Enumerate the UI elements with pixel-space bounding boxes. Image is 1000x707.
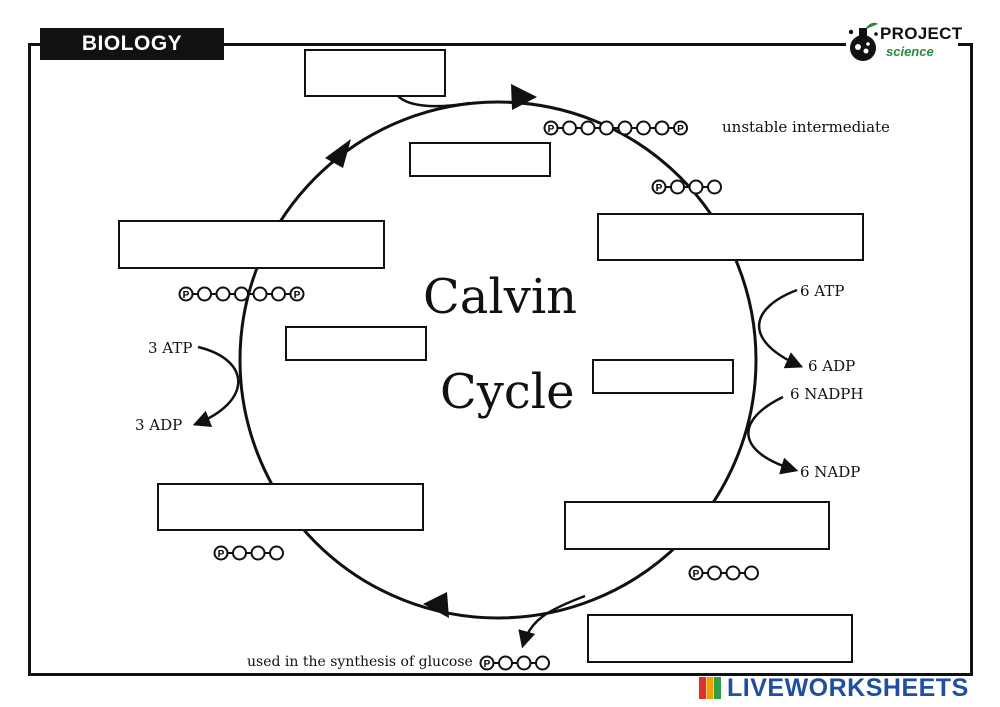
carbon-atom [744, 565, 759, 581]
carbon-atom [617, 120, 633, 136]
phosphate-atom [651, 179, 667, 195]
carbon-atom [234, 286, 249, 302]
phosphate-label: P [183, 290, 190, 301]
glucose-branch-arrow [518, 594, 586, 649]
phosphate-label: P [218, 549, 225, 560]
chain-lower-left: P [213, 545, 284, 561]
answer-box-upper-right[interactable] [597, 213, 864, 261]
carbon-atom [636, 120, 651, 136]
phosphate-atom [673, 120, 688, 136]
phosphate-label: P [693, 569, 700, 580]
carbon-atom [725, 565, 741, 581]
label-6-nadp: 6 NADP [800, 463, 861, 481]
nadph6-arrow [747, 395, 799, 475]
carbon-atom [197, 286, 212, 302]
carbon-atom [707, 565, 722, 581]
answer-box-inner-right[interactable] [592, 359, 734, 394]
carbon-atom [232, 545, 247, 561]
answer-box-lower-left[interactable] [157, 483, 424, 531]
answer-box-upper-left[interactable] [118, 220, 385, 269]
chain-bottom: P [479, 655, 550, 671]
label-6-nadph: 6 NADPH [790, 385, 864, 403]
logo-line-project: PROJECT [880, 24, 963, 43]
atp6-arrow [757, 288, 804, 369]
label-6-atp: 6 ATP [800, 282, 845, 300]
phosphate-label: P [656, 183, 663, 194]
label-6-adp: 6 ADP [808, 357, 856, 375]
label-3-adp: 3 ADP [135, 416, 183, 434]
answer-box-top[interactable] [304, 49, 446, 97]
atp3-arrow [192, 345, 240, 428]
watermark-text: LIVEWORKSHEETS [727, 674, 969, 702]
answer-box-inner-top[interactable] [409, 142, 551, 177]
carbon-atom [516, 655, 532, 671]
carbon-atom [599, 120, 614, 136]
chain-lower-right: P [688, 565, 759, 581]
cycle-arrow-bottom [423, 592, 449, 618]
carbon-atom [580, 120, 596, 136]
phosphate-atom [688, 565, 704, 581]
answer-box-inner-left[interactable] [285, 326, 427, 361]
carbon-atom [535, 655, 550, 671]
label-unstable-intermediate: unstable intermediate [722, 118, 890, 136]
project-science-logo: PROJECT science [846, 20, 962, 66]
phosphate-atom [178, 286, 194, 302]
liveworksheets-watermark: LIVEWORKSHEETS [697, 673, 997, 703]
phosphate-atom [543, 120, 559, 136]
title-calvin: Calvin [423, 269, 578, 325]
logo-line-science: science [886, 44, 934, 59]
carbon-atom [654, 120, 670, 136]
title-cycle: Cycle [440, 364, 575, 420]
label-3-atp: 3 ATP [148, 339, 193, 357]
carbon-atom [271, 286, 286, 302]
phosphate-label: P [548, 124, 555, 135]
answer-box-lower-right[interactable] [564, 501, 830, 550]
label-glucose: used in the synthesis of glucose [247, 654, 473, 670]
carbon-atom [498, 655, 513, 671]
carbon-atom [252, 286, 268, 302]
cycle-arrow-top [511, 84, 537, 110]
cycle-circle [238, 100, 758, 620]
carbon-atom [269, 545, 284, 561]
top-box-connector [397, 95, 471, 108]
carbon-atom [250, 545, 266, 561]
chain-right-upper: P [651, 179, 722, 195]
liveworksheets-icon [699, 677, 721, 699]
phosphate-atom [213, 545, 229, 561]
worksheet-frame [28, 43, 973, 676]
carbon-atom [562, 120, 577, 136]
phosphate-atom [479, 655, 495, 671]
cycle-arrow-upper-left [325, 139, 351, 168]
carbon-atom [707, 179, 722, 195]
carbon-atom [215, 286, 231, 302]
phosphate-label: P [484, 659, 491, 670]
answer-box-bottom-right[interactable] [587, 614, 853, 663]
carbon-atom [670, 179, 685, 195]
phosphate-atom [289, 286, 305, 302]
phosphate-label: P [294, 290, 301, 301]
subject-tab: BIOLOGY [40, 28, 224, 60]
phosphate-label: P [677, 124, 684, 135]
flask-icon [848, 22, 878, 61]
carbon-atom [688, 179, 704, 195]
